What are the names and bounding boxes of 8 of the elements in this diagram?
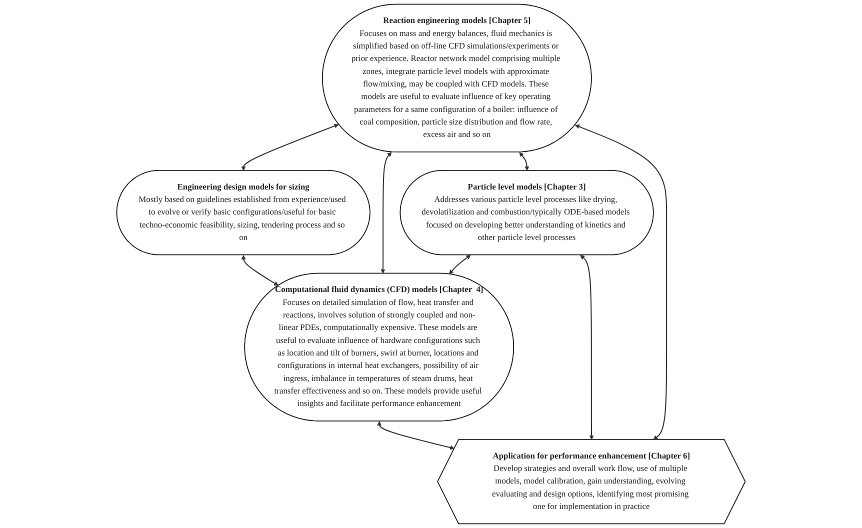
arrow xyxy=(241,124,339,171)
arrow xyxy=(376,421,455,450)
arrow xyxy=(519,152,530,171)
arrow xyxy=(241,255,279,286)
arrow xyxy=(448,254,471,274)
arrow xyxy=(575,124,668,440)
arrow xyxy=(380,152,392,274)
arrow xyxy=(580,254,594,440)
